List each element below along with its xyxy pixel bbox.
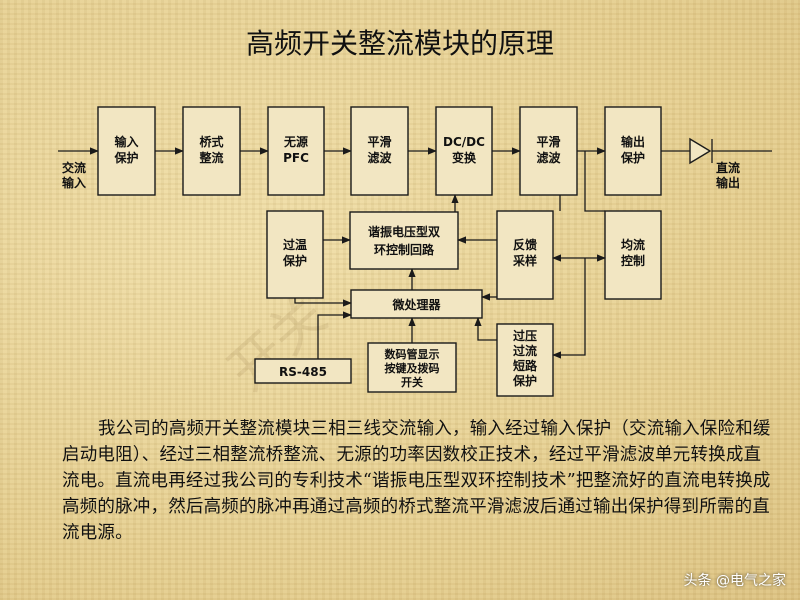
input-label-line1: 交流 (62, 160, 86, 175)
diode-icon (689, 137, 713, 165)
block-pfc-line2: PFC (283, 151, 309, 165)
block-input-protect-line2: 保护 (113, 150, 138, 165)
block-output-protect-line1: 输出 (621, 134, 645, 149)
block-rs485-label: RS-485 (279, 365, 327, 379)
block-output-protect-line2: 保护 (620, 150, 645, 165)
block-over-temp: 过温 保护 (266, 210, 324, 299)
block-resonant-line1: 谐振电压型双 (368, 224, 440, 239)
block-smooth2-line2: 滤波 (536, 150, 561, 165)
line-output-to-current-share (584, 151, 605, 212)
block-feedback-line2: 采样 (512, 253, 537, 268)
block-mcu: 微处理器 (350, 289, 483, 319)
block-smooth2: 平滑 滤波 (519, 106, 578, 196)
block-resonant-line2: 环控制回路 (374, 242, 435, 257)
block-bridge-line2: 整流 (198, 150, 223, 165)
block-input-protect: 输入 保护 (97, 106, 156, 196)
arrow-overvoltage-to-mcu (474, 317, 497, 341)
block-input-protect-line1: 输入 (114, 134, 138, 149)
block-mcu-label: 微处理器 (391, 297, 441, 312)
block-display: 数码管显示 按键及拨码 开关 (367, 342, 457, 393)
block-display-line1: 数码管显示 (385, 347, 440, 361)
block-display-line2: 按键及拨码 (385, 361, 440, 375)
block-overvoltage-line1: 过压 (513, 328, 537, 343)
description-paragraph: 我公司的高频开关整流模块三相三线交流输入，输入经过输入保护（交流输入保险和缓启动… (62, 419, 771, 543)
block-smooth2-line1: 平滑 (536, 134, 560, 149)
output-label-line1: 直流 (716, 160, 740, 175)
block-resonant-control: 谐振电压型双 环控制回路 (349, 211, 459, 270)
block-over-temp-line2: 保护 (282, 253, 307, 268)
line-output-to-overvoltage (552, 258, 586, 359)
block-current-share-line2: 控制 (621, 253, 645, 268)
block-feedback: 反馈 采样 (496, 210, 554, 300)
block-diagram: 输入 保护 桥式 整流 无源 PFC 平滑 滤波 DC/DC 变换 平滑 滤波 … (58, 106, 772, 397)
block-current-share-line1: 均流 (621, 237, 645, 252)
block-smooth1: 平滑 滤波 (350, 106, 409, 196)
block-rs485: RS-485 (254, 358, 352, 384)
block-current-share: 均流 控制 (604, 210, 662, 300)
block-output-protect: 输出 保护 (604, 106, 662, 196)
source-watermark: 头条 @电气之家 (683, 573, 786, 589)
block-pfc-line1: 无源 (283, 134, 308, 149)
block-bridge-line1: 桥式 (199, 134, 223, 149)
block-pfc: 无源 PFC (267, 106, 325, 196)
block-overvoltage-line3: 短路 (513, 358, 538, 373)
block-smooth1-line2: 滤波 (367, 150, 392, 165)
arrow-overtemp-to-mcu (294, 298, 352, 307)
arrow-mcu-rs485 (317, 311, 352, 359)
output-label-line2: 输出 (716, 175, 740, 190)
block-bridge: 桥式 整流 (182, 106, 241, 196)
block-over-temp-line1: 过温 (283, 237, 307, 252)
input-label-line2: 输入 (62, 175, 86, 190)
block-dcdc-line1: DC/DC (443, 135, 485, 149)
block-feedback-line1: 反馈 (513, 237, 537, 252)
block-overvoltage-line2: 过流 (513, 343, 537, 358)
block-overvoltage-line4: 保护 (512, 373, 537, 388)
block-dcdc: DC/DC 变换 (435, 106, 493, 196)
block-overvoltage: 过压 过流 短路 保护 (496, 323, 554, 397)
block-display-line3: 开关 (401, 375, 423, 389)
block-dcdc-line2: 变换 (452, 150, 477, 165)
diagram-title: 高频开关整流模块的原理 (245, 27, 554, 60)
block-smooth1-line1: 平滑 (367, 134, 391, 149)
